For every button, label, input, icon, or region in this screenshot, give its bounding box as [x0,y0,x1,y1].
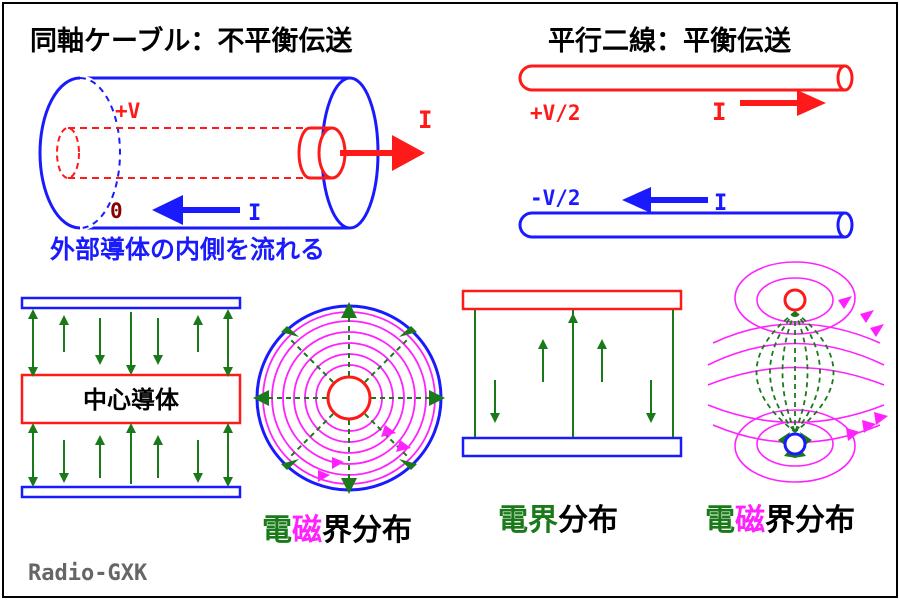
caption-em-dist-1: 電磁界分布 [262,513,412,548]
center-conductor-label: 中心導体 [83,386,180,414]
parallel-bottom-wire [532,211,845,239]
parallel-minus-plate [461,436,683,458]
em-electric-field-lines [755,311,835,433]
coax-cross-section: 電磁界分布 [253,302,445,548]
outer-conductor-top [20,296,242,310]
cross-center-conductor [326,375,372,421]
parallel-top-wire [532,64,845,92]
coax-current-back-label: I [248,201,261,226]
coax-outer-body [80,76,350,230]
parallel-e-field-panel: 電界分布 [461,289,683,538]
caption-e-dist: 電界分布 [498,503,618,538]
caption-em-dist-2: 電磁界分布 [705,503,855,538]
electric-field-arrowheads [253,302,445,494]
coax-title: 同軸ケーブル：不平衡伝送 [30,25,352,57]
coax-side-field-panel: 中心導体 [20,296,242,499]
parallel-bottom-current-label: I [714,191,727,216]
coax-zero-label: 0 [110,199,123,223]
parallel-e-field-lines [474,310,674,437]
em-magnetic-arrowheads [838,296,888,441]
parallel-panel: 平行二線：平衡伝送 +V/2 I -V/2 I [518,25,854,239]
parallel-em-field-panel: 電磁界分布 [705,261,888,538]
coax-current-out-label: I [418,106,432,134]
center-conductor [20,373,242,425]
em-plus-wire [783,288,807,312]
electric-field-radials [263,312,435,484]
magnetic-field-arrowheads [318,425,411,482]
parallel-title: 平行二線：平衡伝送 [548,25,791,57]
coax-inner-conductor [68,127,332,179]
parallel-minus-half-label: -V/2 [530,186,581,210]
em-minus-wire [783,432,807,456]
parallel-top-current-label: I [712,98,726,126]
parallel-plus-half-label: +V/2 [530,101,581,125]
parallel-plus-plate [461,289,683,311]
coax-note: 外部導体の内側を流れる [50,235,325,264]
coax-plus-v-label: +V [115,99,141,123]
outer-conductor-bottom [20,485,242,499]
watermark: Radio-GXK [28,561,148,586]
coax-side-e-field-arrows [28,309,233,487]
coax-panel: 同軸ケーブル：不平衡伝送 +V I 0 I 外部導体の内側を流れる [30,25,432,264]
